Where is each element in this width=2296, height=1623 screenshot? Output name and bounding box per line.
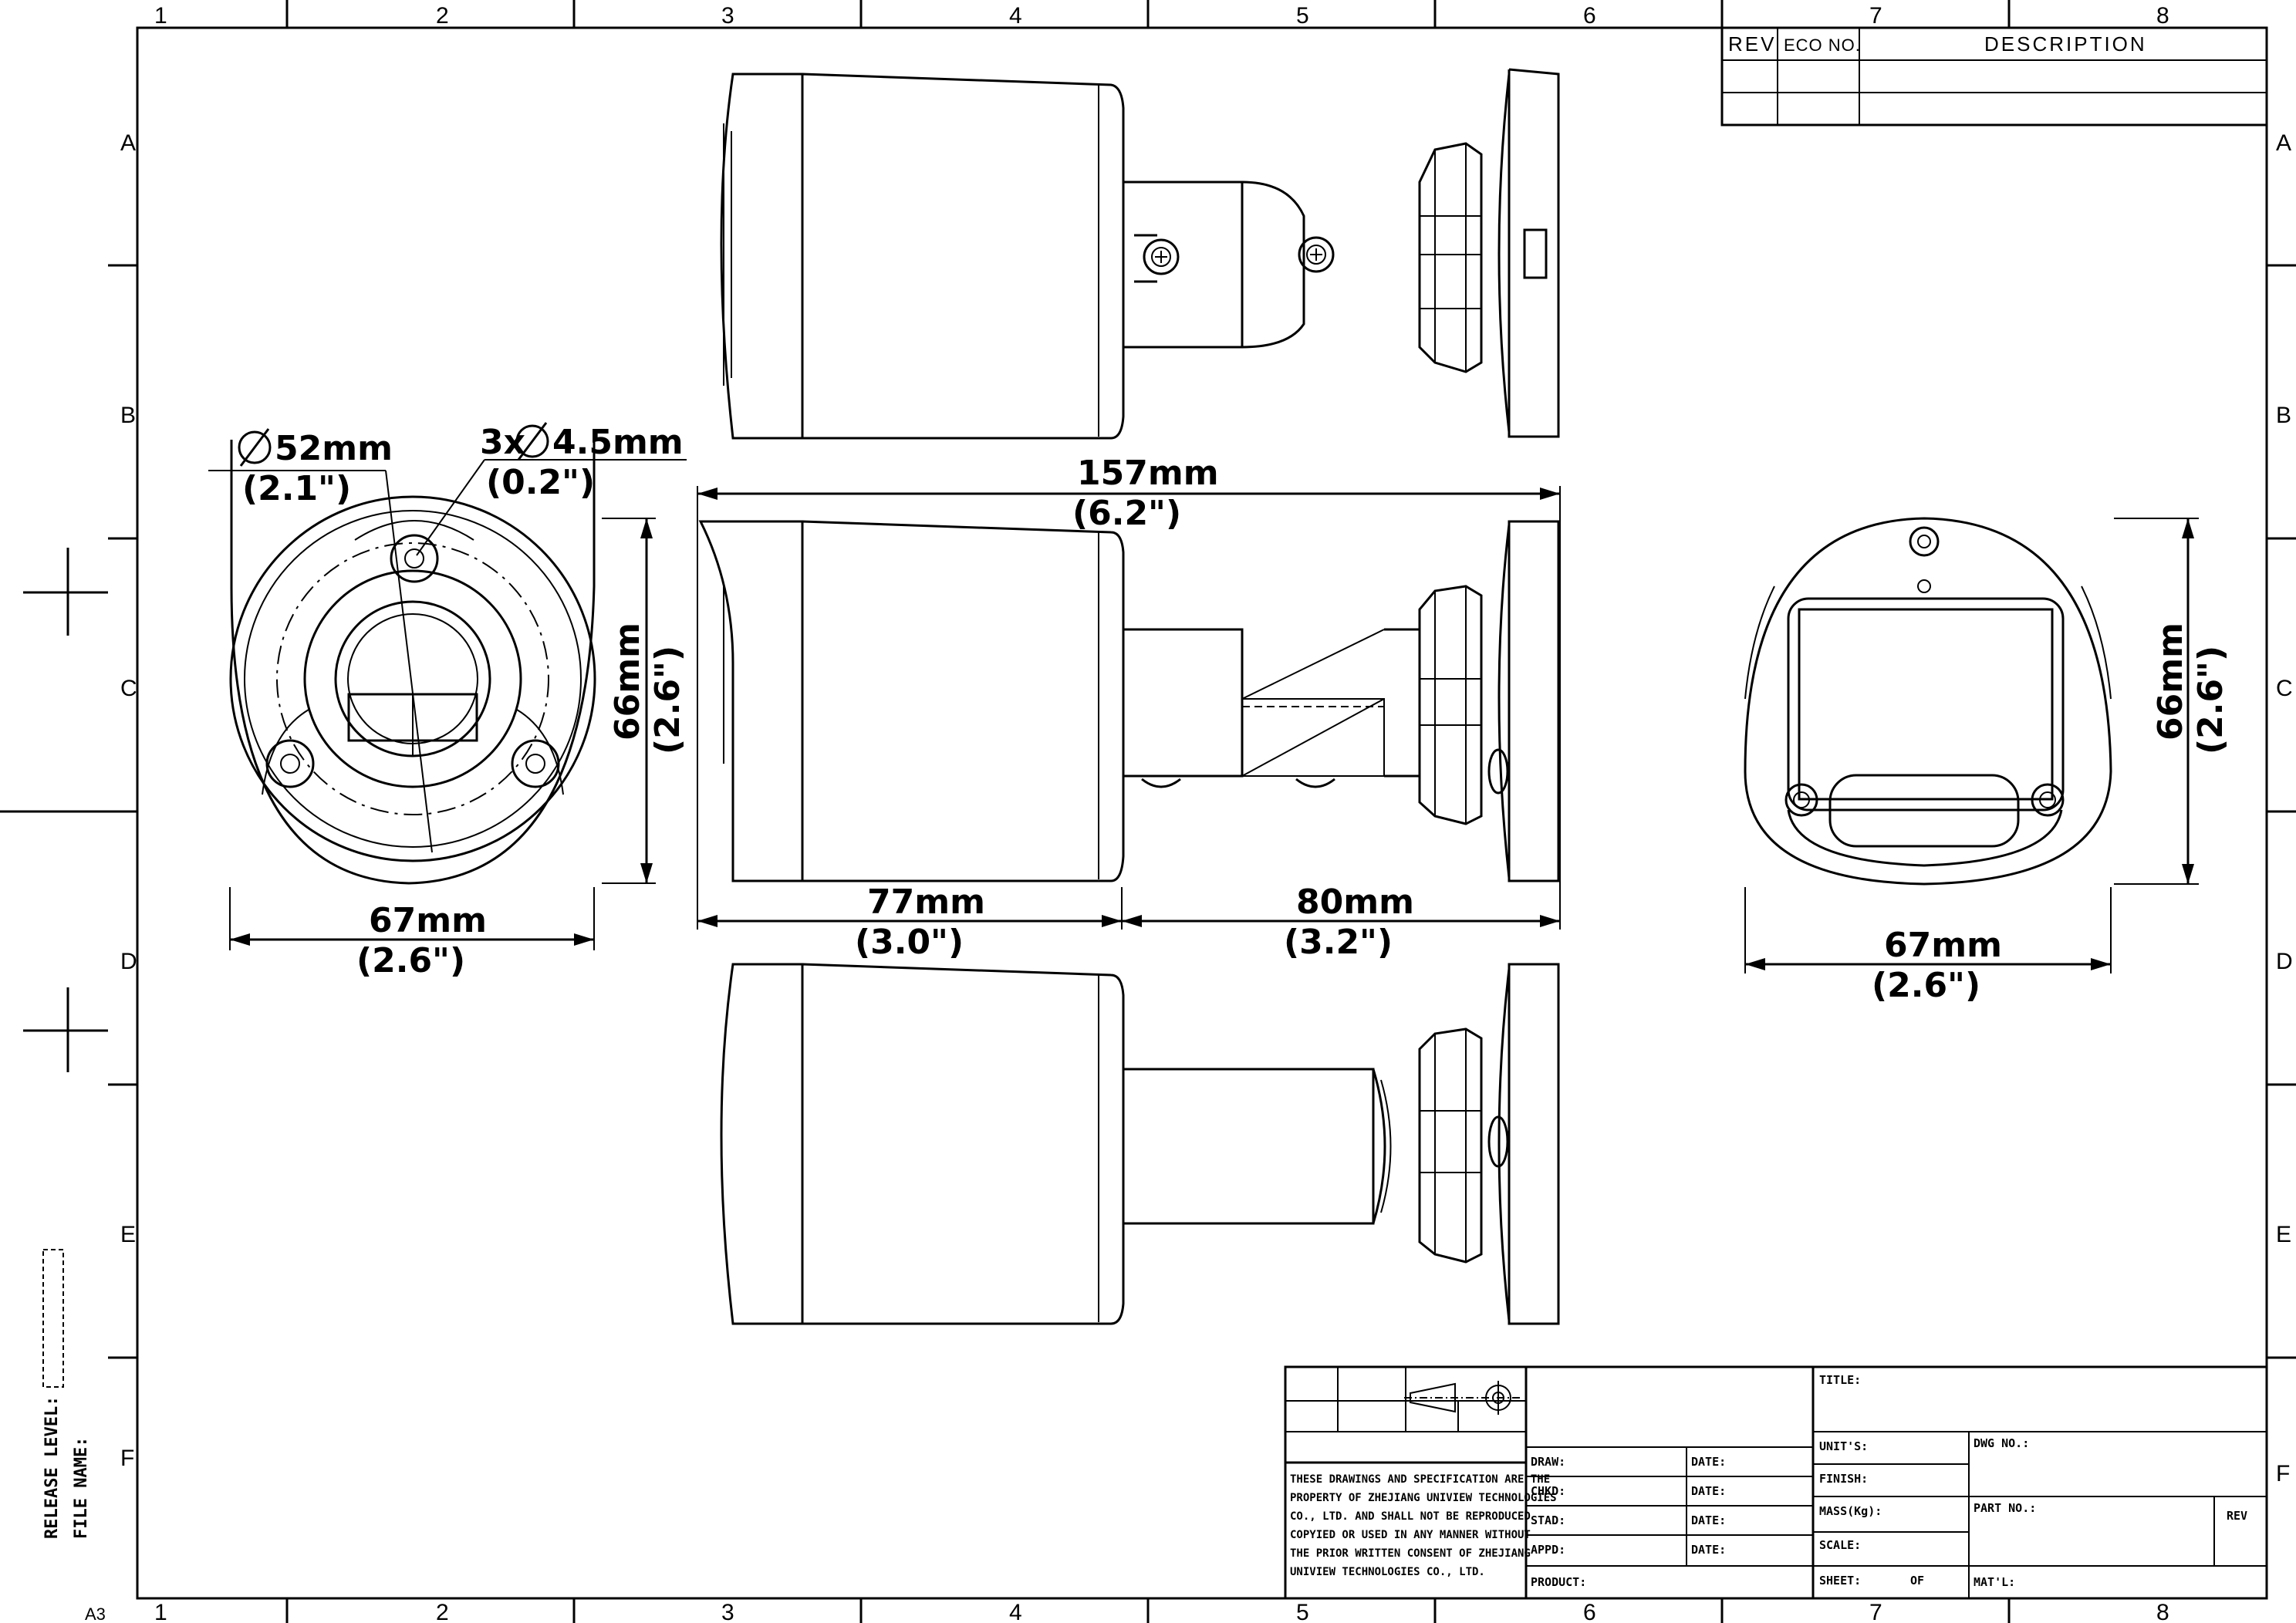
camera-top-view bbox=[720, 68, 1560, 440]
zone-col-4: 4 bbox=[1009, 3, 1022, 29]
total-length-label: 157mm bbox=[1077, 454, 1219, 493]
revision-table: REV ECO NO. DESCRIPTION bbox=[1720, 26, 2268, 127]
zone-row-c: C bbox=[120, 676, 137, 701]
title-label: TITLE: bbox=[1819, 1373, 1861, 1387]
matl-label: MAT'L: bbox=[1974, 1575, 2015, 1589]
scale-label: SCALE: bbox=[1819, 1538, 1861, 1552]
zone-col-8: 8 bbox=[2156, 3, 2169, 29]
zone-row-b-right: B bbox=[2276, 403, 2291, 428]
front-height-label: 66mm bbox=[2151, 623, 2190, 741]
zone-col-8-bottom: 8 bbox=[2156, 1600, 2169, 1623]
of-label: OF bbox=[1910, 1574, 1924, 1588]
camera-bottom-view bbox=[720, 963, 1560, 1325]
zone-row-e: E bbox=[120, 1222, 136, 1247]
units-label: UNIT'S: bbox=[1819, 1439, 1868, 1453]
product-label: PRODUCT: bbox=[1531, 1575, 1586, 1589]
zone-col-1: 1 bbox=[154, 3, 167, 29]
hole-diameter-inch-label: (0.2") bbox=[486, 463, 595, 502]
length-dimensions bbox=[697, 486, 1561, 930]
zone-row-d: D bbox=[120, 949, 137, 974]
rev-label: REV bbox=[2227, 1509, 2247, 1523]
appd-date-label: DATE: bbox=[1691, 1543, 1726, 1557]
dwg-no-label: DWG NO.: bbox=[1974, 1436, 2029, 1450]
mount-height-inch-label: (2.6") bbox=[648, 646, 687, 754]
part-no-label: PART NO.: bbox=[1974, 1501, 2036, 1515]
chkd-date-label: DATE: bbox=[1691, 1484, 1726, 1498]
zone-col-2: 2 bbox=[436, 3, 449, 29]
zone-row-d-right: D bbox=[2276, 949, 2293, 974]
zone-row-a-right: A bbox=[2276, 130, 2291, 156]
zone-col-4-bottom: 4 bbox=[1009, 1600, 1022, 1623]
bracket-length-inch-label: (3.2") bbox=[1284, 923, 1393, 962]
zone-row-f: F bbox=[120, 1446, 134, 1471]
notice-line-4: COPYIED OR USED IN ANY MANNER WITHOUT bbox=[1290, 1529, 1531, 1541]
file-name-label: FILE NAME: bbox=[72, 1437, 91, 1539]
zone-col-2-bottom: 2 bbox=[436, 1600, 449, 1623]
stad-date-label: DATE: bbox=[1691, 1513, 1726, 1527]
notice-line-1: THESE DRAWINGS AND SPECIFICATION ARE THE bbox=[1290, 1473, 1550, 1486]
side-labels: RELEASE LEVEL: FILE NAME: bbox=[42, 1249, 91, 1539]
zone-col-5-bottom: 5 bbox=[1296, 1600, 1309, 1623]
mass-label: MASS(Kg): bbox=[1819, 1504, 1882, 1518]
chkd-label: CHKD: bbox=[1531, 1484, 1565, 1498]
finish-label: FINISH: bbox=[1819, 1472, 1868, 1486]
zone-col-7-bottom: 7 bbox=[1869, 1600, 1882, 1623]
notice-line-6: UNIVIEW TECHNOLOGIES CO., LTD. bbox=[1290, 1566, 1485, 1578]
camera-side-view bbox=[698, 520, 1560, 882]
zone-col-7: 7 bbox=[1869, 3, 1882, 29]
mount-base-view bbox=[208, 440, 687, 950]
sheet-label: SHEET: bbox=[1819, 1574, 1861, 1588]
title-block: THESE DRAWINGS AND SPECIFICATION ARE THE… bbox=[1284, 1365, 2268, 1600]
camera-front-view bbox=[1744, 517, 2199, 973]
rev-header: REV bbox=[1728, 32, 1776, 56]
zone-col-3-bottom: 3 bbox=[721, 1600, 734, 1623]
notice-line-5: THE PRIOR WRITTEN CONSENT OF ZHEJIANG bbox=[1290, 1547, 1531, 1560]
release-level-label: RELEASE LEVEL: bbox=[42, 1396, 62, 1539]
mount-width-label: 67mm bbox=[369, 901, 487, 940]
zone-col-6-bottom: 6 bbox=[1583, 1600, 1596, 1623]
description-header: DESCRIPTION bbox=[1984, 32, 2147, 56]
zone-row-c-right: C bbox=[2276, 676, 2293, 701]
hole-count-label: 3x bbox=[480, 423, 525, 462]
zone-col-3: 3 bbox=[721, 3, 734, 29]
total-length-inch-label: (6.2") bbox=[1072, 494, 1181, 533]
bracket-length-label: 80mm bbox=[1296, 882, 1414, 922]
front-width-label: 67mm bbox=[1884, 926, 2002, 965]
mount-diameter-inch-label: (2.1") bbox=[242, 469, 351, 508]
dimension-labels: 52mm (2.1") 3x 4.5mm (0.2") 67mm (2.6") … bbox=[238, 422, 2230, 1005]
front-width-inch-label: (2.6") bbox=[1872, 966, 1980, 1005]
eco-header: ECO NO. bbox=[1784, 35, 1861, 55]
draw-date-label: DATE: bbox=[1691, 1455, 1726, 1469]
body-length-inch-label: (3.0") bbox=[855, 923, 964, 962]
mount-diameter-label: 52mm bbox=[275, 429, 393, 468]
zone-row-f-right: F bbox=[2276, 1461, 2290, 1486]
zone-row-a: A bbox=[120, 130, 136, 156]
mount-height-label: 66mm bbox=[608, 623, 647, 741]
draw-label: DRAW: bbox=[1531, 1455, 1565, 1469]
front-height-inch-label: (2.6") bbox=[2191, 646, 2230, 754]
appd-label: APPD: bbox=[1531, 1543, 1565, 1557]
zone-row-b: B bbox=[120, 403, 136, 428]
zone-col-1-bottom: 1 bbox=[154, 1600, 167, 1623]
sheet-size-label: A3 bbox=[85, 1604, 106, 1623]
zone-row-e-right: E bbox=[2276, 1222, 2291, 1247]
zone-col-5: 5 bbox=[1296, 3, 1309, 29]
mount-width-inch-label: (2.6") bbox=[356, 941, 465, 980]
hole-diameter-label: 4.5mm bbox=[552, 423, 684, 462]
zone-col-6: 6 bbox=[1583, 3, 1596, 29]
notice-line-2: PROPERTY OF ZHEJIANG UNIVIEW TECHNOLOGIE… bbox=[1290, 1492, 1557, 1504]
notice-line-3: CO., LTD. AND SHALL NOT BE REPRODUCED bbox=[1290, 1510, 1531, 1523]
body-length-label: 77mm bbox=[867, 882, 985, 922]
stad-label: STAD: bbox=[1531, 1513, 1565, 1527]
